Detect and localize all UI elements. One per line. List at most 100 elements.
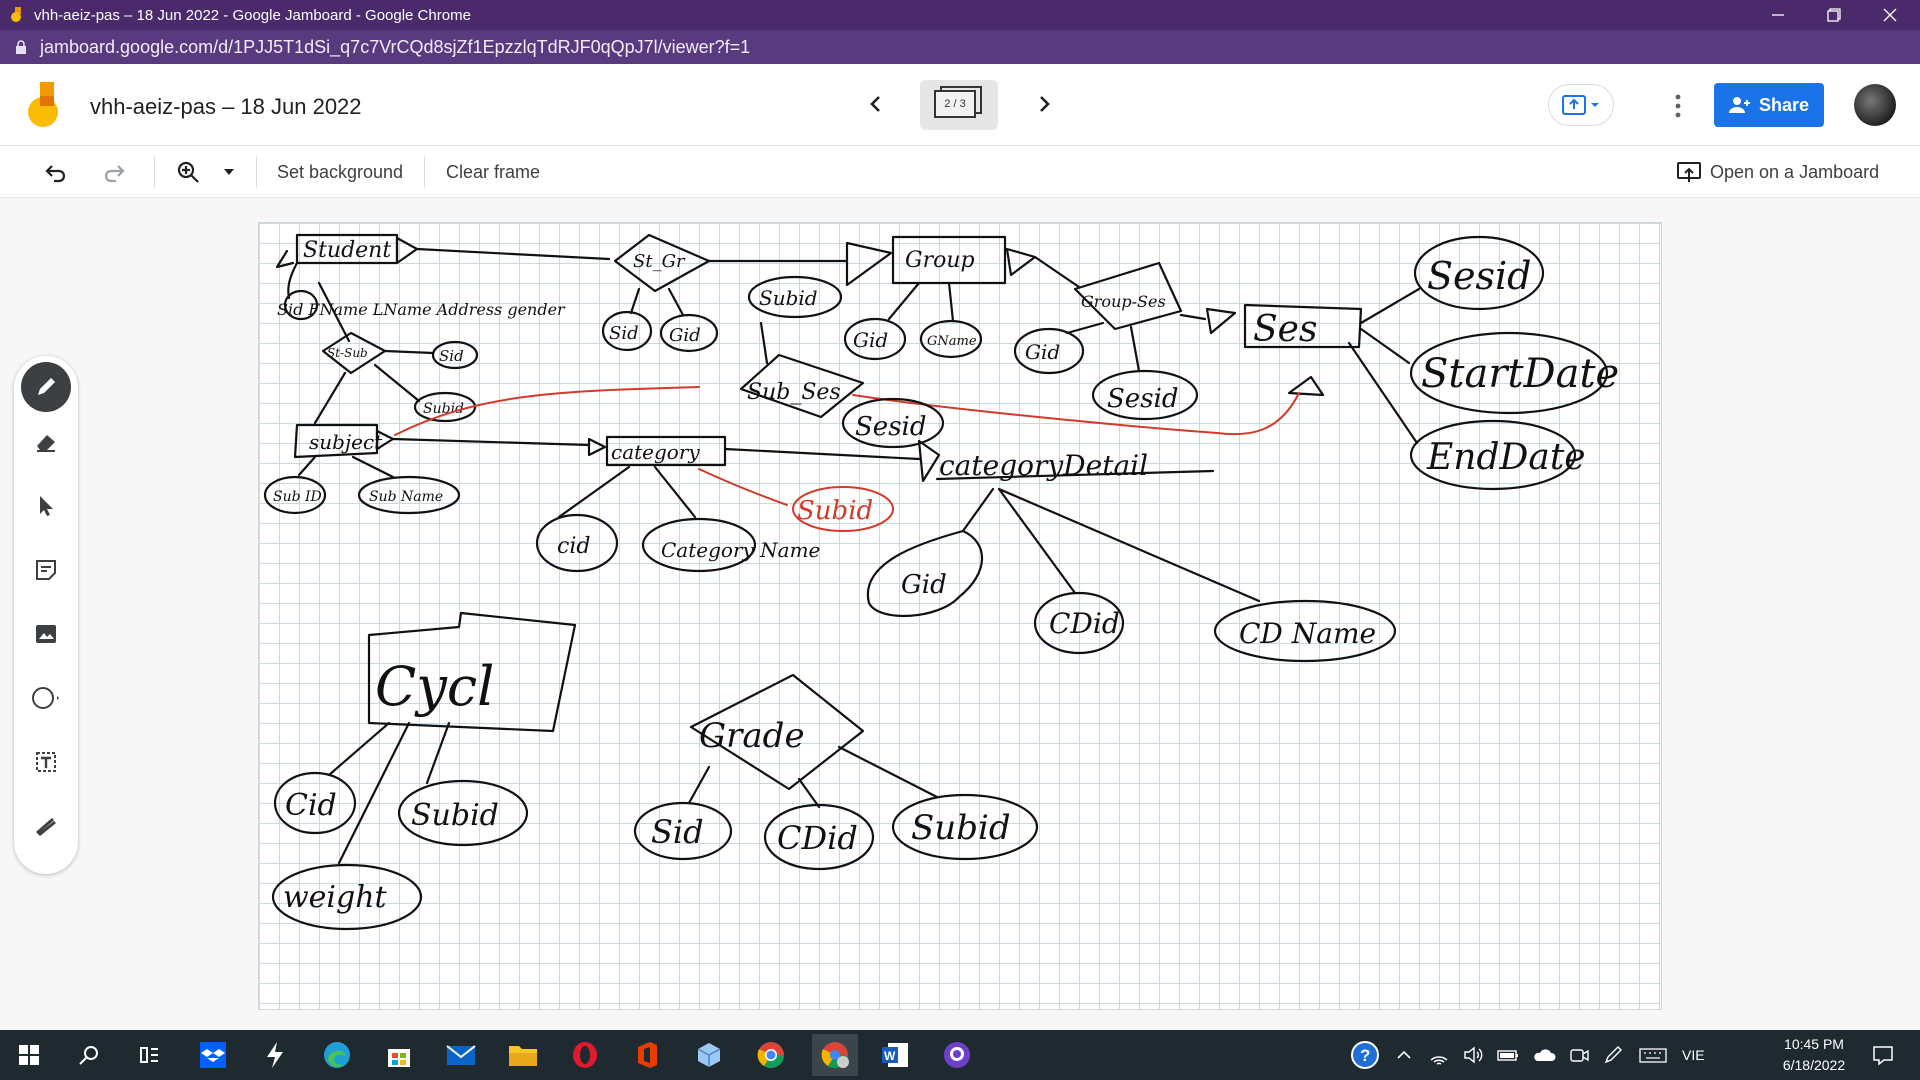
edge-app[interactable] [320, 1038, 354, 1072]
ses-bottom-crowsfoot [1287, 375, 1325, 397]
set-background-button[interactable]: Set background [276, 161, 404, 182]
more-options-button[interactable] [1664, 88, 1692, 124]
text-box-icon [36, 752, 56, 772]
shape-tool-button[interactable] [26, 678, 66, 718]
taskbar-clock[interactable]: 10:45 PM 6/18/2022 [1766, 1034, 1862, 1076]
student-label: Student [303, 238, 391, 263]
chrome-profile-app-active[interactable] [812, 1034, 858, 1076]
group-label: Group [905, 248, 975, 273]
image-icon [36, 625, 56, 643]
handwritten-er-diagram: Student Sid FName LName Address gender S… [263, 233, 1619, 931]
restore-button[interactable] [1806, 0, 1862, 30]
sub-ses-label: Sub_Ses [747, 380, 841, 405]
battery-icon[interactable] [1496, 1044, 1520, 1066]
subname-attr-ellipse [357, 475, 461, 515]
undo-icon [45, 165, 66, 183]
laser-tool-button[interactable] [26, 806, 66, 846]
st-sub-label: St-Sub [327, 346, 368, 360]
connector-line [383, 349, 435, 355]
minimize-button[interactable] [1750, 0, 1806, 30]
present-button[interactable] [1548, 84, 1614, 126]
subid-label: Subid [911, 808, 1011, 848]
sticky-note-button[interactable] [26, 550, 66, 590]
address-bar[interactable]: jamboard.google.com/d/1PJJ5T1dSi_q7c7VrC… [0, 30, 1920, 64]
gid-label: Gid [1025, 340, 1060, 364]
input-language[interactable]: VIE [1682, 1047, 1705, 1063]
pen-workspace-icon[interactable] [1602, 1044, 1624, 1066]
student-crowsfoot [395, 236, 419, 265]
word-app[interactable]: W [878, 1038, 912, 1072]
minimize-icon [1772, 14, 1784, 16]
select-tool-button[interactable] [26, 486, 66, 526]
pen-icon [38, 378, 55, 395]
github-icon [944, 1042, 970, 1068]
cube-app[interactable] [692, 1038, 726, 1072]
share-button[interactable]: Share [1714, 83, 1824, 127]
frame-bar-toggle[interactable]: 2 / 3 [920, 80, 998, 130]
sid-attr-ellipse [283, 289, 319, 321]
office-icon [638, 1042, 657, 1068]
lightning-app[interactable] [258, 1038, 292, 1072]
search-taskbar-button[interactable] [72, 1038, 106, 1072]
close-icon [1883, 8, 1897, 22]
eraser-icon [37, 435, 55, 452]
jam-frame-canvas[interactable]: Student Sid FName LName Address gender S… [258, 222, 1662, 1010]
help-icon[interactable]: ? [1350, 1040, 1380, 1070]
meet-now-icon[interactable] [1568, 1044, 1590, 1066]
file-explorer-app[interactable] [506, 1038, 540, 1072]
previous-frame-button[interactable] [858, 86, 894, 122]
open-on-jamboard-button[interactable]: Open on a Jamboard [1676, 154, 1886, 190]
volume-icon[interactable] [1462, 1044, 1484, 1066]
student-attrs-label: Sid FName LName Address gender [277, 300, 566, 319]
opera-app[interactable] [568, 1038, 602, 1072]
group-ses-label: Group-Ses [1081, 292, 1166, 311]
document-title[interactable]: vhh-aeiz-pas – 18 Jun 2022 [90, 94, 362, 119]
ses-crowsfoot [1205, 307, 1237, 335]
laser-pointer-icon [36, 817, 56, 837]
task-view-button[interactable] [132, 1038, 166, 1072]
mail-app[interactable] [444, 1038, 478, 1072]
office-app[interactable] [630, 1038, 664, 1072]
connector-lines [687, 745, 939, 809]
gid-label: Gid [853, 328, 888, 352]
window-title: vhh-aeiz-pas – 18 Jun 2022 - Google Jamb… [34, 6, 471, 24]
onedrive-icon[interactable] [1532, 1044, 1556, 1066]
chrome-app[interactable] [754, 1038, 788, 1072]
jamboard-header: vhh-aeiz-pas – 18 Jun 2022 2 / 3 Share [0, 64, 1920, 146]
close-window-button[interactable] [1862, 0, 1918, 30]
text-box-button[interactable] [26, 742, 66, 782]
add-image-button[interactable] [26, 614, 66, 654]
notifications-button[interactable] [1866, 1038, 1900, 1072]
connector-lines [1065, 321, 1141, 373]
system-tray: ? VIE [1350, 1030, 1705, 1080]
url-text[interactable]: jamboard.google.com/d/1PJJ5T1dSi_q7c7VrC… [40, 36, 751, 57]
pen-tool-button[interactable] [21, 362, 71, 412]
clear-frame-button[interactable]: Clear frame [445, 161, 541, 182]
keyboard-icon[interactable] [1638, 1044, 1668, 1066]
subject-crowsfoot [375, 429, 395, 451]
dropbox-app[interactable] [196, 1038, 230, 1072]
sesid-label: Sesid [1427, 254, 1532, 298]
redo-button[interactable] [96, 154, 132, 190]
start-button[interactable] [12, 1038, 46, 1072]
weight-label: weight [283, 880, 388, 915]
chevron-up-icon[interactable] [1394, 1045, 1414, 1065]
zoom-dropdown-button[interactable] [214, 154, 244, 190]
next-frame-button[interactable] [1026, 86, 1062, 122]
student-stsub-line [317, 281, 351, 343]
cursor-arrow-icon [40, 496, 53, 516]
subid-attr-ellipse [747, 275, 843, 319]
undo-button[interactable] [38, 154, 74, 190]
zoom-button[interactable] [170, 154, 206, 190]
cid-label: cid [557, 534, 590, 559]
connector-line [759, 321, 769, 365]
subid-attr-ellipse [891, 793, 1039, 861]
account-avatar[interactable] [1854, 84, 1896, 126]
github-desktop-app[interactable] [940, 1038, 974, 1072]
wifi-icon[interactable] [1428, 1044, 1450, 1066]
windows-taskbar: W ? VIE 10:45 PM 6/18/2022 [0, 1030, 1920, 1080]
gname-attr-ellipse [919, 319, 983, 359]
eraser-tool-button[interactable] [26, 422, 66, 462]
clock-time: 10:45 PM [1784, 1036, 1844, 1052]
store-app[interactable] [382, 1038, 416, 1072]
